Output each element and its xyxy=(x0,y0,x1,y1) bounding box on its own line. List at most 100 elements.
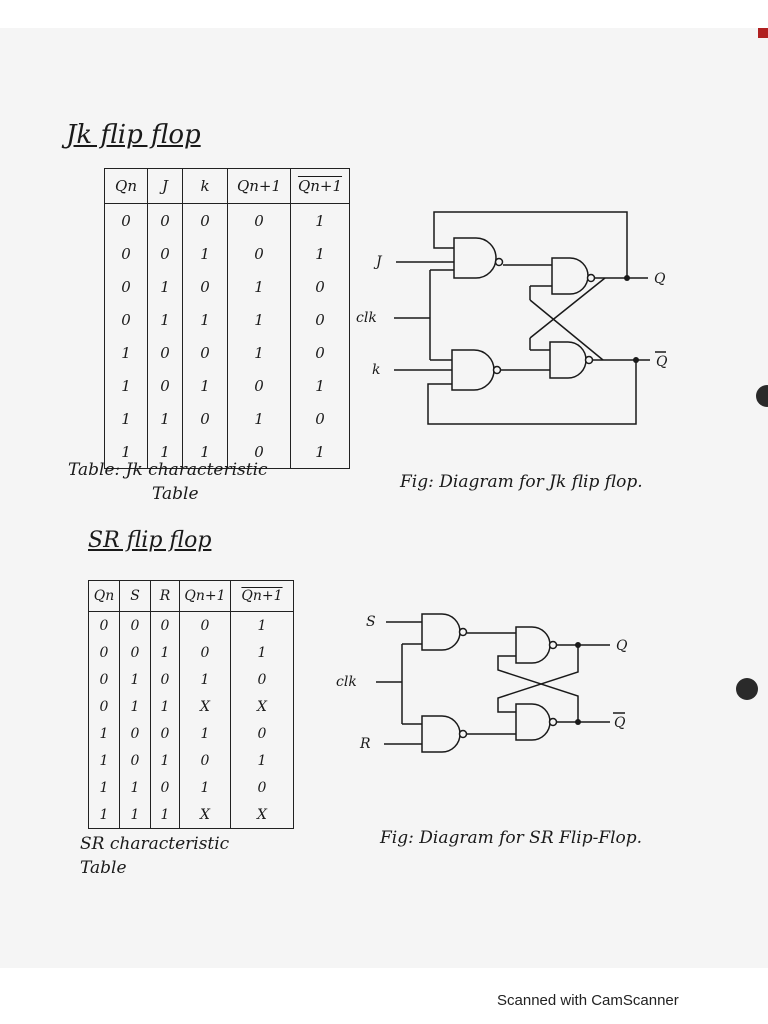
header-k: k xyxy=(182,168,228,204)
header-s: S xyxy=(119,580,151,612)
table-cell: 1 xyxy=(290,369,350,402)
table-cell: X xyxy=(230,693,294,720)
table-cell: 0 xyxy=(150,720,180,747)
nand-bubble xyxy=(458,729,468,739)
table-cell: 1 xyxy=(147,303,183,336)
nand-gate-s xyxy=(421,613,461,651)
header-qn1: Qn+1 xyxy=(179,580,231,612)
jk-table-caption: Table: Jk characteristic Table xyxy=(68,460,268,504)
feedback-bottom xyxy=(427,360,637,425)
nand-bubble xyxy=(494,257,504,267)
table-cell: 1 xyxy=(150,801,180,829)
table-cell: 0 xyxy=(119,720,151,747)
table-cell: 0 xyxy=(230,720,294,747)
table-cell: 1 xyxy=(182,303,228,336)
table-cell: X xyxy=(230,801,294,829)
table-cell: 0 xyxy=(150,611,180,639)
table-cell: 0 xyxy=(119,639,151,666)
table-cell: 1 xyxy=(290,237,350,270)
nand-bubble xyxy=(548,717,558,727)
header-qn: Qn xyxy=(88,580,120,612)
jk-title: Jk flip flop xyxy=(66,120,201,150)
table-cell: 0 xyxy=(104,303,148,336)
label-s: S xyxy=(366,614,376,630)
nand-gate-latch-top xyxy=(515,626,551,664)
label-qbar: Q xyxy=(656,354,668,370)
binder-hole-bottom xyxy=(736,678,758,700)
table-cell: 1 xyxy=(230,611,294,639)
table-cell: 1 xyxy=(290,435,350,469)
table-cell: 1 xyxy=(119,693,151,720)
label-k: k xyxy=(372,362,380,378)
label-r: R xyxy=(359,736,371,752)
table-cell: 0 xyxy=(290,402,350,435)
table-cell: 1 xyxy=(230,639,294,666)
corner-mark xyxy=(758,28,768,38)
table-cell: 0 xyxy=(104,203,148,237)
binder-hole-top xyxy=(756,385,768,407)
table-cell: 0 xyxy=(150,774,180,801)
table-cell: 1 xyxy=(230,747,294,774)
table-cell: 0 xyxy=(104,237,148,270)
table-cell: X xyxy=(179,801,231,829)
table-cell: 0 xyxy=(182,336,228,369)
table-cell: 0 xyxy=(88,666,120,693)
table-cell: 0 xyxy=(179,747,231,774)
table-cell: 0 xyxy=(227,237,291,270)
table-cell: 1 xyxy=(88,801,120,829)
table-cell: 0 xyxy=(119,747,151,774)
nand-gate-r xyxy=(421,715,461,753)
table-header-row: Qn J k Qn+1 Qn+1 xyxy=(104,168,350,204)
table-cell: 1 xyxy=(290,203,350,237)
table-cell: 1 xyxy=(104,402,148,435)
table-cell: 1 xyxy=(147,435,183,469)
table-cell: 0 xyxy=(290,303,350,336)
nand-bubble xyxy=(492,365,502,375)
table-cell: 0 xyxy=(290,270,350,303)
sr-table-caption: SR characteristic Table xyxy=(80,834,230,878)
table-cell: 1 xyxy=(104,435,148,469)
nand-gate-latch-bottom xyxy=(515,703,551,741)
table-cell: 1 xyxy=(227,303,291,336)
feedback-top xyxy=(433,211,628,278)
sr-title: SR flip flop xyxy=(88,528,212,553)
table-cell: 1 xyxy=(104,369,148,402)
table-cell: 0 xyxy=(290,336,350,369)
label-q: Q xyxy=(654,271,666,287)
label-q: Q xyxy=(616,638,628,654)
table-cell: 0 xyxy=(179,639,231,666)
table-cell: 1 xyxy=(88,720,120,747)
table-header-row: Qn S R Qn+1 Qn+1 xyxy=(88,580,294,612)
sr-figure-caption: Fig: Diagram for SR Flip-Flop. xyxy=(380,828,643,848)
nand-bubble xyxy=(586,273,596,283)
table-cell: 1 xyxy=(119,666,151,693)
label-qbar: Q xyxy=(614,715,626,731)
header-qn1: Qn+1 xyxy=(227,168,291,204)
jk-figure-caption: Fig: Diagram for Jk flip flop. xyxy=(400,472,643,492)
table-cell: 1 xyxy=(147,270,183,303)
table-cell: 1 xyxy=(147,402,183,435)
table-cell: 0 xyxy=(227,203,291,237)
table-cell: 1 xyxy=(179,666,231,693)
label-clk: clk xyxy=(336,674,357,690)
nand-bubble xyxy=(548,640,558,650)
table-cell: 1 xyxy=(182,237,228,270)
